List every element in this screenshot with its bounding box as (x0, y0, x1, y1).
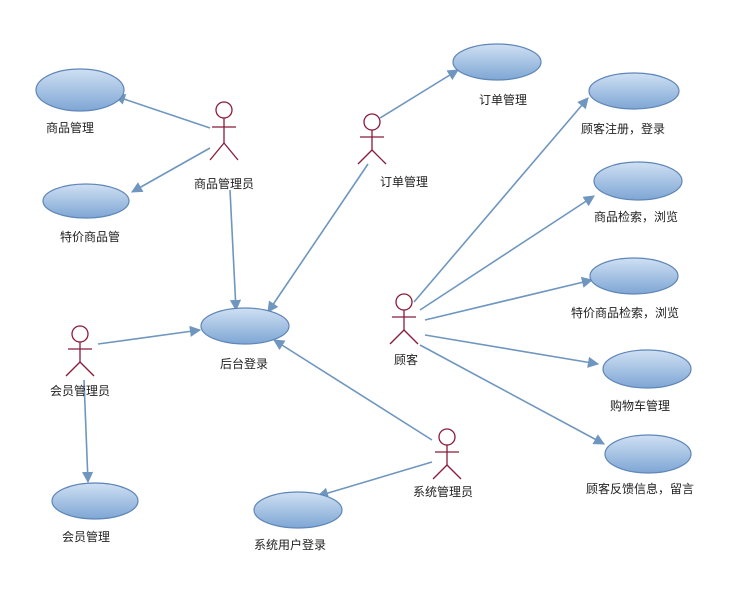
usecase-ellipse (35, 68, 125, 112)
actor-left-leg (209, 142, 225, 161)
arrow-customer-to-goods-search (419, 195, 595, 311)
arrow-customer-to-special-search (424, 276, 594, 321)
actor-head (215, 101, 233, 119)
actor-head (438, 428, 456, 446)
actor-system-admin: 系统管理员 (413, 428, 473, 499)
arrow-member-admin-to-backend-login (97, 325, 202, 345)
usecase-ellipse (452, 43, 542, 81)
usecase-goods-search: 商品检索，浏览 (593, 161, 683, 224)
usecase-ellipse (200, 307, 290, 345)
usecase-ellipse (604, 434, 692, 474)
usecase-cart: 购物车管理 (602, 349, 692, 413)
arrow-order-admin-to-order-mgmt (379, 69, 459, 119)
actor-left-leg (389, 329, 405, 345)
actor-left-leg (65, 361, 81, 377)
usecase-label: 特价商品管 (60, 229, 120, 244)
arrow-system-admin-to-system-user-login (316, 461, 433, 499)
arrow-order-admin-to-backend-login (267, 163, 369, 313)
usecase-feedback: 顾客反馈信息，留言 (586, 434, 694, 496)
actor-right-leg (79, 361, 95, 377)
actor-customer: 顾客 (389, 293, 419, 367)
usecase-ellipse (42, 183, 130, 219)
usecase-label: 会员管理 (62, 529, 110, 544)
usecase-ellipse (589, 257, 679, 295)
usecase-label: 系统用户登录 (254, 537, 326, 552)
usecase-goods-mgmt: 商品管理 (35, 68, 125, 135)
usecase-label: 商品检索，浏览 (594, 209, 678, 224)
usecase-ellipse (588, 72, 680, 110)
arrow-member-admin-to-member-mgmt (82, 379, 94, 484)
arrow-customer-to-cart (424, 334, 600, 368)
usecase-ellipse (593, 161, 683, 201)
actor-goods-admin: 商品管理员 (194, 101, 254, 191)
actor-right-leg (446, 464, 462, 480)
actor-right-leg (371, 149, 387, 165)
actor-label: 商品管理员 (194, 176, 254, 191)
usecase-label: 购物车管理 (610, 398, 670, 413)
usecase-ellipse (602, 349, 692, 389)
actor-left-leg (357, 149, 373, 165)
usecase-backend-login: 后台登录 (200, 307, 290, 371)
usecase-member-mgmt: 会员管理 (51, 482, 139, 544)
arrow-customer-to-register (413, 97, 589, 303)
actor-label: 顾客 (394, 352, 418, 367)
usecase-special-search: 特价商品检索，浏览 (571, 257, 679, 320)
usecases: 商品管理 特价商品管 后台登录 会员管理 订单管理 系统用户登录 顾客注册，登录 (35, 43, 694, 552)
actors: 商品管理员 订单管理 会员管理员 顾客 (50, 101, 473, 499)
arrow-goods-admin-to-special-goods (131, 147, 211, 193)
usecase-special-goods: 特价商品管 (42, 183, 130, 244)
arrow-goods-admin-to-goods-mgmt (113, 93, 211, 129)
actor-right-leg (403, 329, 419, 345)
actor-order-admin: 订单管理 (357, 113, 428, 189)
associations (82, 69, 605, 499)
actor-left-leg (432, 464, 448, 480)
usecase-order-mgmt: 订单管理 (452, 43, 542, 107)
actor-member-admin: 会员管理员 (50, 325, 110, 398)
usecase-ellipse (253, 491, 343, 529)
actor-head (363, 113, 381, 131)
usecase-label: 商品管理 (46, 120, 94, 135)
actor-head (71, 325, 89, 343)
actor-label: 系统管理员 (413, 484, 473, 499)
actor-label: 会员管理员 (50, 383, 110, 398)
usecase-ellipse (51, 482, 139, 520)
arrow-system-admin-to-backend-login (273, 339, 433, 441)
arrow-customer-to-feedback (419, 344, 605, 445)
actor-label: 订单管理 (380, 174, 428, 189)
usecase-label: 后台登录 (220, 356, 268, 371)
usecase-system-user-login: 系统用户登录 (253, 491, 343, 552)
usecase-label: 特价商品检索，浏览 (571, 305, 679, 320)
actor-head (395, 293, 413, 311)
arrow-goods-admin-to-backend-login (229, 189, 242, 312)
usecase-label: 顾客反馈信息，留言 (586, 481, 694, 496)
usecase-label: 订单管理 (479, 92, 527, 107)
usecase-label: 顾客注册，登录 (581, 121, 665, 136)
usecase-customer-register: 顾客注册，登录 (581, 72, 680, 136)
actor-right-leg (223, 142, 239, 161)
